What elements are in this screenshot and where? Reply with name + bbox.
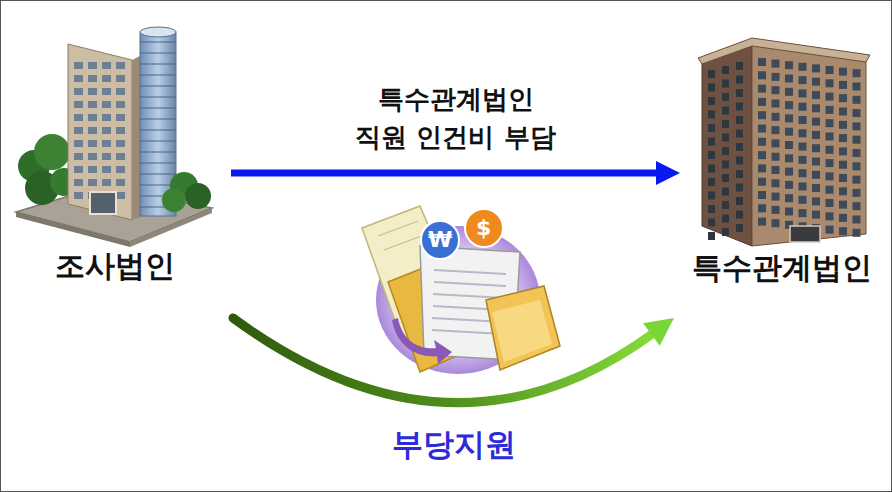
edge-label: 특수관계법인 직원 인건비 부담 [353,80,558,156]
folder [486,286,560,370]
edge-label: 부당지원 [391,422,517,467]
arrow-head [643,318,674,346]
won-coin [421,221,459,259]
node-label: 조사법인 [12,248,217,284]
building-illustration [12,16,217,248]
building-node: 특수관계법인 [688,18,876,286]
purple-arrow [392,318,452,364]
building-illustration [690,18,875,250]
curved-connector-arrow [233,318,655,403]
node-label: 특수관계법인 [688,250,876,286]
currency-symbol: ₩ [428,229,452,251]
arrow-head [656,161,680,185]
currency-symbol: $ [476,217,491,239]
dollar-coin [465,209,503,247]
folder-inner [492,300,552,362]
connector-arrow [231,170,658,177]
building-node: 조사법인 [12,16,217,284]
paper-lines [378,221,424,250]
